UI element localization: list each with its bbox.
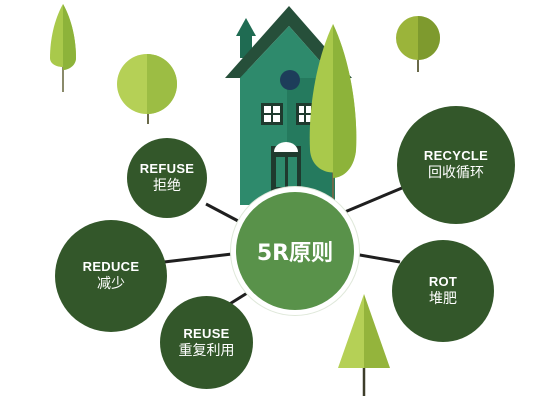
connector-lines <box>163 186 403 307</box>
node-reuse: REUSE 重复利用 <box>160 296 253 389</box>
center-hub-5r: 5R原则 <box>231 187 359 315</box>
node-recycle-en: RECYCLE <box>423 148 489 163</box>
tree-round-right-icon <box>396 16 440 72</box>
tree-triangle-icon <box>338 294 390 396</box>
node-reduce: REDUCE 减少 <box>55 220 167 332</box>
tree-tall-center-icon <box>309 24 357 200</box>
node-reduce-zh: 减少 <box>97 276 125 292</box>
node-reuse-en: REUSE <box>183 325 230 341</box>
node-rot: ROT 堆肥 <box>392 240 494 342</box>
node-recycle: RECYCLE 回收循环 <box>397 106 515 224</box>
node-reduce-en: REDUCE <box>82 259 140 274</box>
node-rot-zh: 堆肥 <box>429 291 457 307</box>
node-refuse-en: REFUSE <box>139 161 195 176</box>
node-reuse-zh: 重复利用 <box>178 342 235 359</box>
tree-round-left-icon <box>117 54 177 124</box>
node-refuse-zh: 拒绝 <box>153 178 181 194</box>
tree-top-left-icon <box>50 4 76 92</box>
node-rot-en: ROT <box>428 274 458 289</box>
node-refuse: REFUSE 拒绝 <box>127 138 207 218</box>
center-title: 5R原则 <box>256 241 334 266</box>
node-recycle-zh: 回收循环 <box>428 165 484 181</box>
